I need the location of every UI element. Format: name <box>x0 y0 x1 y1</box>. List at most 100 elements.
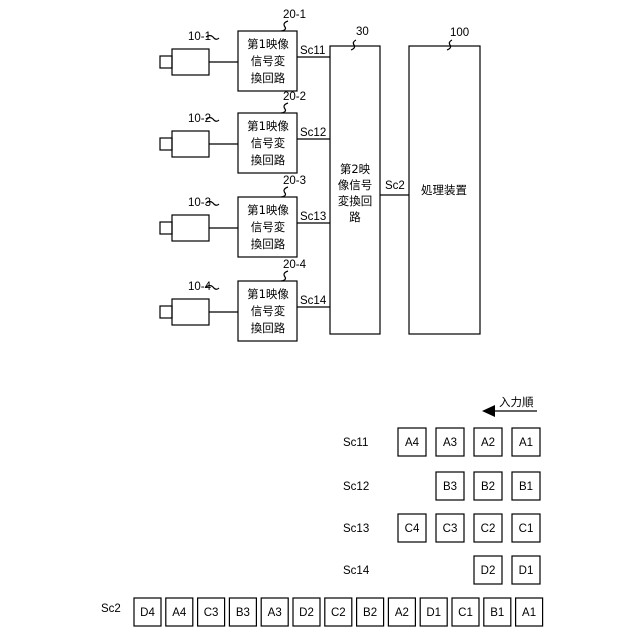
camera-lens <box>160 306 172 318</box>
camera-ref-label: 10-4 <box>188 281 212 293</box>
first-converter-line2: 信号変 <box>251 136 286 150</box>
data-cell-label: A4 <box>172 607 187 619</box>
output-row-sc2: Sc2D4A4C3B3A3D2C2B2A2D1C1B1A1 <box>101 598 543 626</box>
camera-ref-label: 10-2 <box>188 113 211 125</box>
data-cell-label: A1 <box>519 437 533 449</box>
data-cell-label: A4 <box>405 437 420 449</box>
input-order-label: 入力順 <box>499 395 534 409</box>
input-order-arrow-head <box>482 405 495 417</box>
data-cell: A4 <box>166 598 193 626</box>
camera-2: 10-2 <box>160 113 238 157</box>
first-converter-line2: 信号変 <box>251 304 286 318</box>
processor-ref-label: 100 <box>450 27 469 39</box>
data-cell-label: C3 <box>204 607 219 619</box>
data-cell: D1 <box>420 598 447 626</box>
data-cell: A3 <box>261 598 288 626</box>
data-cell-label: D1 <box>426 607 441 619</box>
input-row-sc11: Sc11A4A3A2A1 <box>343 428 540 456</box>
first-converter-line3: 換回路 <box>251 153 286 167</box>
second-converter: 第2映像信号変換回路30Sc2 <box>330 26 409 334</box>
data-cell: C1 <box>452 598 479 626</box>
data-cell: B1 <box>512 472 540 500</box>
first-converter-line1: 第1映像 <box>247 203 289 217</box>
first-converter-2: 第1映像信号変換回路 20-2Sc12 <box>238 91 330 173</box>
output-signal-label: Sc2 <box>385 180 405 192</box>
first-converter-4: 第1映像信号変換回路 20-4Sc14 <box>238 259 330 341</box>
first-converter-ref-leader <box>281 103 288 113</box>
signal-label: Sc13 <box>300 211 326 223</box>
second-converter-line3: 変換回 <box>338 194 373 208</box>
data-cell-label: C3 <box>443 523 458 535</box>
data-cell: C2 <box>325 598 352 626</box>
first-converter-line1: 第1映像 <box>247 287 289 301</box>
data-cell-label: A1 <box>522 607 536 619</box>
data-cell: A2 <box>474 428 502 456</box>
camera-4: 10-4 <box>160 281 238 325</box>
row-label: Sc12 <box>343 481 369 493</box>
camera-lens <box>160 222 172 234</box>
signal-label: Sc14 <box>300 295 327 307</box>
camera-1: 10-1 <box>160 31 238 75</box>
first-converter-ref-leader <box>281 271 288 281</box>
camera-ref-label: 10-1 <box>188 31 211 43</box>
second-converter-ref-label: 30 <box>356 26 369 38</box>
first-converter-line1: 第1映像 <box>247 119 289 133</box>
first-converter-line2: 信号変 <box>251 54 286 68</box>
data-cell-label: D2 <box>299 607 314 619</box>
row-label: Sc2 <box>101 603 121 615</box>
input-order-indicator: 入力順 <box>482 395 537 417</box>
data-cell: A2 <box>388 598 415 626</box>
signal-label: Sc11 <box>300 45 325 57</box>
data-cell: D2 <box>293 598 320 626</box>
row-label: Sc13 <box>343 523 369 535</box>
signal-label: Sc12 <box>300 127 326 139</box>
data-cell-label: B1 <box>519 481 533 493</box>
data-cell: D2 <box>474 556 502 584</box>
first-converter-line1: 第1映像 <box>247 37 289 51</box>
data-cell-label: A2 <box>395 607 409 619</box>
first-converter-ref-leader <box>281 187 288 197</box>
data-cell: B2 <box>474 472 502 500</box>
data-cell-label: C1 <box>458 607 473 619</box>
data-cell: B2 <box>357 598 384 626</box>
block-diagram: 10-110-210-310-4第1映像信号変換回路20-1Sc11第1映像信号… <box>160 9 480 341</box>
data-cell-label: D1 <box>519 565 534 577</box>
data-cell: C4 <box>398 514 426 542</box>
first-converter-ref-label: 20-1 <box>283 9 306 21</box>
data-cell: A3 <box>436 428 464 456</box>
processor-ref-leader <box>447 40 452 50</box>
data-cell-label: C2 <box>481 523 496 535</box>
first-converter-3: 第1映像信号変換回路20-3Sc13 <box>238 175 330 257</box>
second-converter-line4: 路 <box>349 210 361 224</box>
camera-body <box>172 49 209 75</box>
data-cell: D1 <box>512 556 540 584</box>
data-cell: C3 <box>198 598 225 626</box>
data-cell: B3 <box>436 472 464 500</box>
data-cell: B3 <box>229 598 256 626</box>
camera-body <box>172 299 209 325</box>
camera-3: 10-3 <box>160 197 238 241</box>
data-cell-label: B2 <box>481 481 495 493</box>
first-converter-ref-leader <box>281 21 288 31</box>
processor-label: 処理装置 <box>421 183 467 197</box>
first-converter-1: 第1映像信号変換回路20-1Sc11 <box>238 9 330 91</box>
camera-lens <box>160 56 172 68</box>
timing-diagram: 入力順Sc11A4A3A2A1Sc12B3B2B1Sc13C4C3C2C1Sc1… <box>101 395 543 626</box>
second-converter-ref-leader <box>351 40 356 50</box>
data-cell: C2 <box>474 514 502 542</box>
data-cell-label: B3 <box>236 607 250 619</box>
data-cell-label: D4 <box>140 607 155 619</box>
data-cell-label: C2 <box>331 607 346 619</box>
first-converter-line3: 換回路 <box>251 321 286 335</box>
camera-ref-label: 10-3 <box>188 197 211 209</box>
input-row-sc12: Sc12 B3 B2 B1 <box>343 472 540 500</box>
camera-lens <box>160 138 172 150</box>
first-converter-ref-label: 20-4 <box>283 259 307 271</box>
data-cell: A1 <box>512 428 540 456</box>
first-converter-ref-label: 20-3 <box>283 175 306 187</box>
data-cell-label: A3 <box>443 437 457 449</box>
first-converter-ref-label: 20-2 <box>283 91 306 103</box>
data-cell: A4 <box>398 428 426 456</box>
data-cell-label: B2 <box>363 607 377 619</box>
